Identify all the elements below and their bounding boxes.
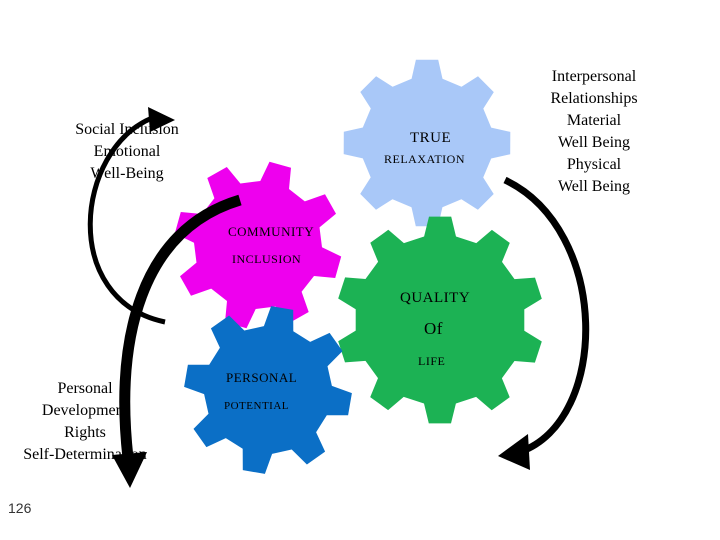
gear-quality-of-life (338, 216, 542, 424)
gear-text-life: LIFE (418, 354, 446, 368)
gear-personal-potential (184, 306, 352, 474)
arrow-top-left-head (148, 107, 175, 132)
gear-community-inclusion (174, 161, 342, 329)
page-number: 126 (8, 500, 32, 516)
gear-text-of: Of (424, 319, 443, 338)
gear-text-relaxation: RELAXATION (384, 152, 465, 166)
label-interpersonal: Interpersonal Relationships Material Wel… (550, 68, 638, 195)
gear-text-community: COMMUNITY (228, 224, 315, 239)
gear-text-potential: POTENTIAL (224, 400, 289, 412)
gear-text-personal: PERSONAL (226, 370, 298, 385)
gear-text-true: TRUE (410, 130, 452, 146)
arrow-top-left (87, 115, 166, 325)
gear-text-inclusion: INCLUSION (232, 252, 302, 266)
gear-text-quality: QUALITY (400, 290, 471, 306)
arrow-right-head (498, 434, 530, 470)
label-social-inclusion: Social Inclusion Emotional Well-Being (75, 121, 179, 182)
arrow-right (503, 176, 590, 456)
label-personal-development: Personal Development Rights Self-Determi… (23, 380, 147, 463)
gear-true-relaxation (343, 59, 511, 227)
arrow-left-bottom (119, 194, 242, 459)
arrow-left-bottom-head (112, 452, 147, 488)
